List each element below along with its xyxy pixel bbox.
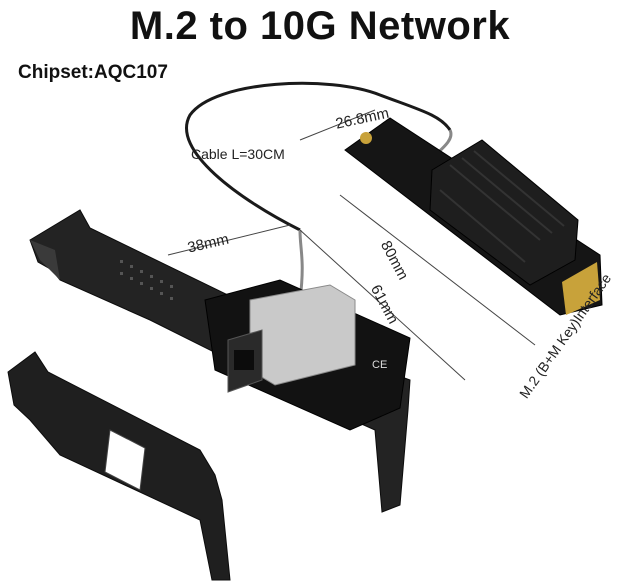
low-profile-bracket <box>7 351 231 581</box>
chipset-label: Chipset:AQC107 <box>18 62 168 83</box>
page-title: M.2 to 10G Network <box>129 4 511 48</box>
svg-text:CE: CE <box>372 359 387 371</box>
dimension-lines <box>167 109 536 381</box>
cable <box>185 81 452 232</box>
cable-length-label: Cable L=30CM <box>191 146 285 162</box>
full-height-bracket <box>29 209 411 513</box>
network-card: CE <box>204 279 411 431</box>
m2-card <box>344 117 603 316</box>
